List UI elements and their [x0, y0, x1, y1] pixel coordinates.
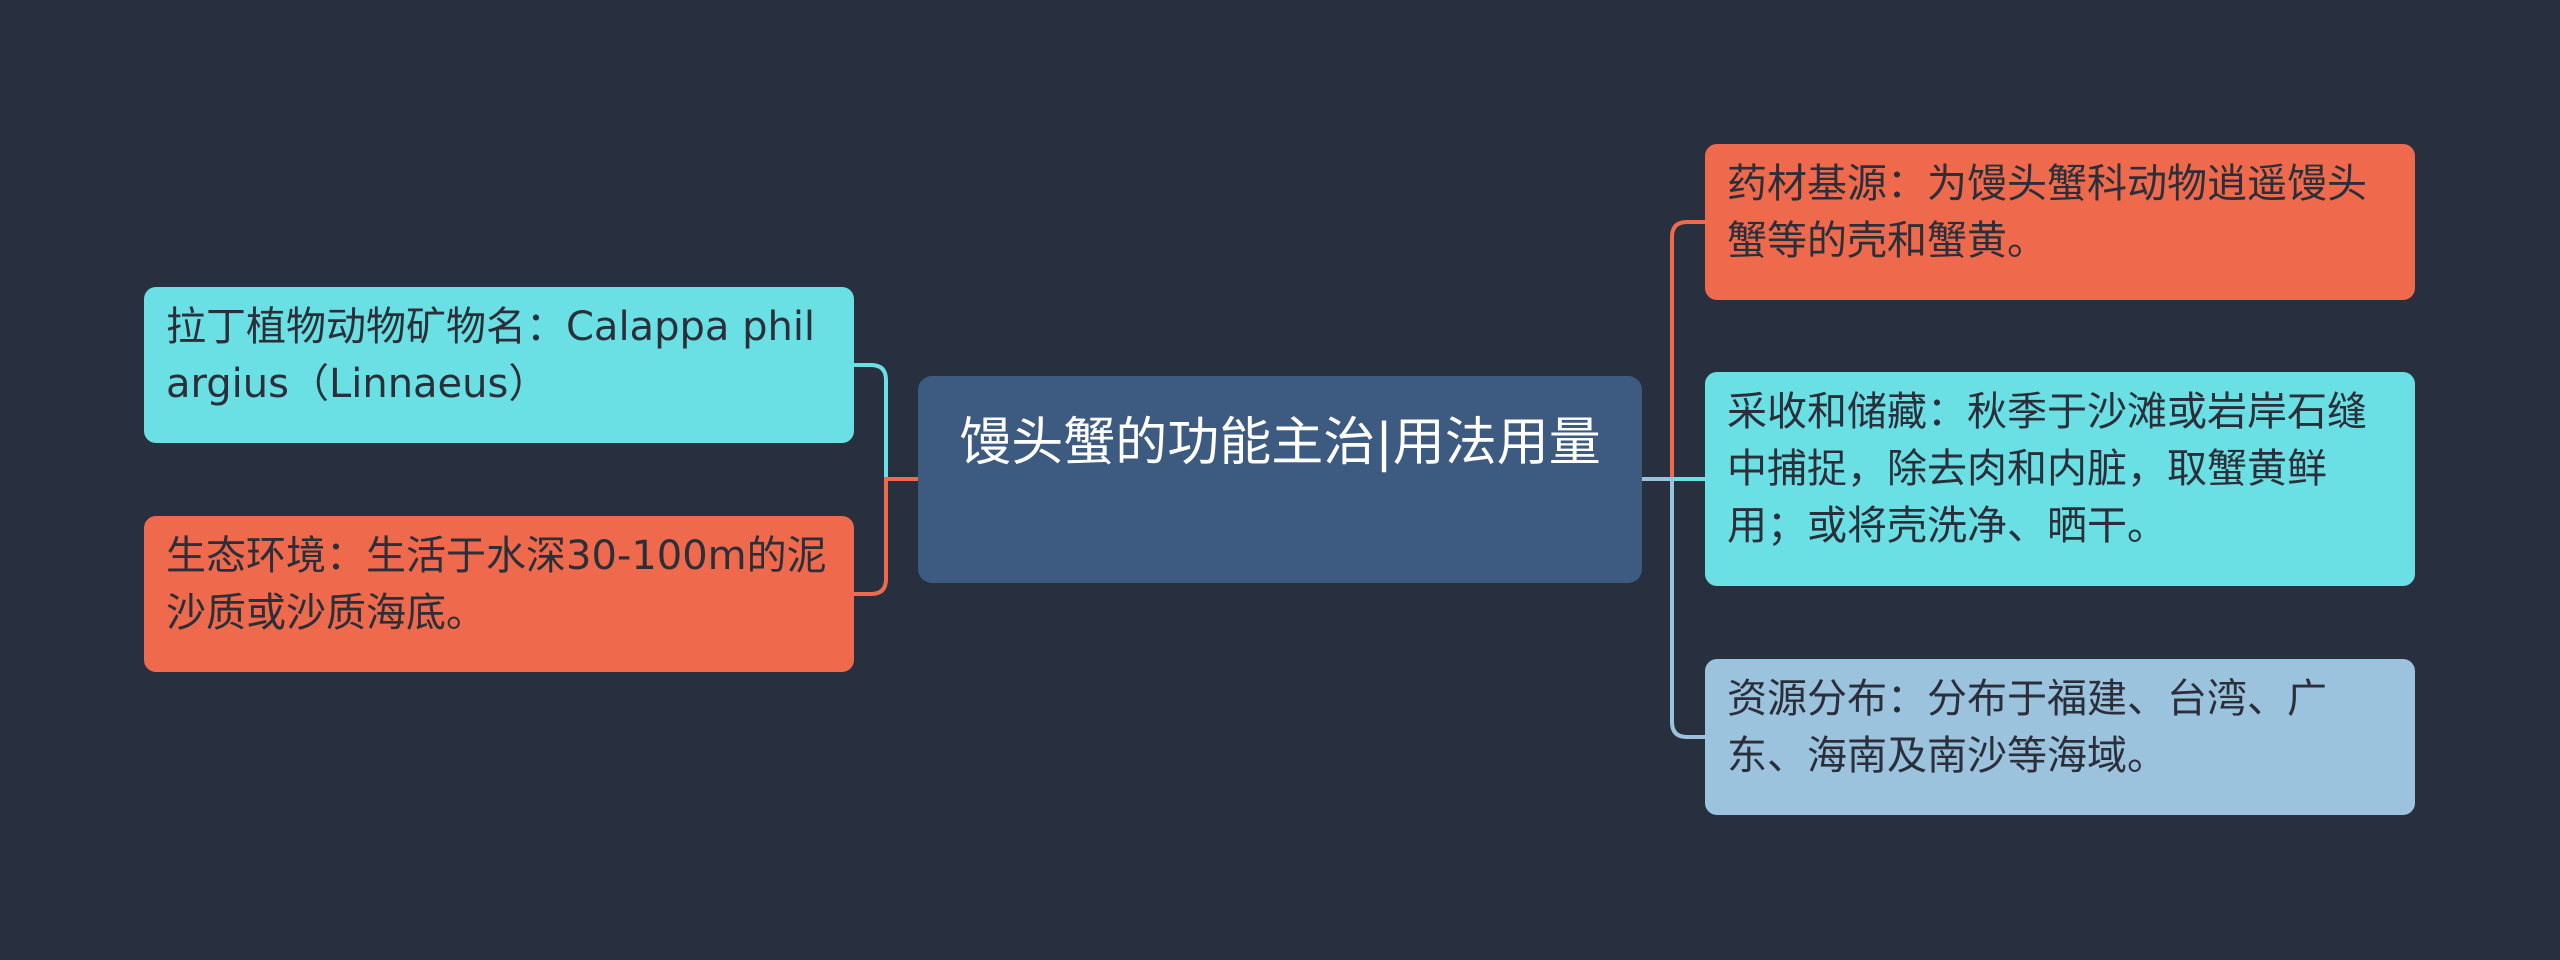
root-topic[interactable]: 馒头蟹的功能主治|用法用量 — [918, 376, 1642, 583]
topic-harvest-storage[interactable]: 采收和储藏：秋季于沙滩或岩岸石缝中捕捉，除去肉和内脏，取蟹黄鲜用；或将壳洗净、晒… — [1705, 372, 2415, 586]
topic-habitat[interactable]: 生态环境：生活于水深30-100m的泥沙质或沙质海底。 — [144, 516, 854, 672]
topic-distribution[interactable]: 资源分布：分布于福建、台湾、广东、海南及南沙等海域。 — [1705, 659, 2415, 815]
topic-medicinal-source-label: 药材基源：为馒头蟹科动物逍遥馒头蟹等的壳和蟹黄。 — [1727, 161, 2367, 264]
connector-root-to-latin — [854, 363, 918, 481]
connector-root-to-distribution — [1642, 477, 1705, 739]
topic-latin-name-label: 拉丁植物动物矿物名：Calappa philargius（Linnaeus） — [166, 304, 816, 407]
connector-root-to-habitat — [854, 477, 918, 596]
topic-habitat-label: 生态环境：生活于水深30-100m的泥沙质或沙质海底。 — [166, 533, 827, 636]
topic-medicinal-source[interactable]: 药材基源：为馒头蟹科动物逍遥馒头蟹等的壳和蟹黄。 — [1705, 144, 2415, 300]
topic-latin-name[interactable]: 拉丁植物动物矿物名：Calappa philargius（Linnaeus） — [144, 287, 854, 443]
topic-harvest-storage-label: 采收和储藏：秋季于沙滩或岩岸石缝中捕捉，除去肉和内脏，取蟹黄鲜用；或将壳洗净、晒… — [1727, 389, 2367, 549]
topic-distribution-label: 资源分布：分布于福建、台湾、广东、海南及南沙等海域。 — [1727, 676, 2327, 779]
root-topic-label: 馒头蟹的功能主治|用法用量 — [959, 413, 1601, 473]
connector-root-to-source — [1642, 220, 1705, 481]
